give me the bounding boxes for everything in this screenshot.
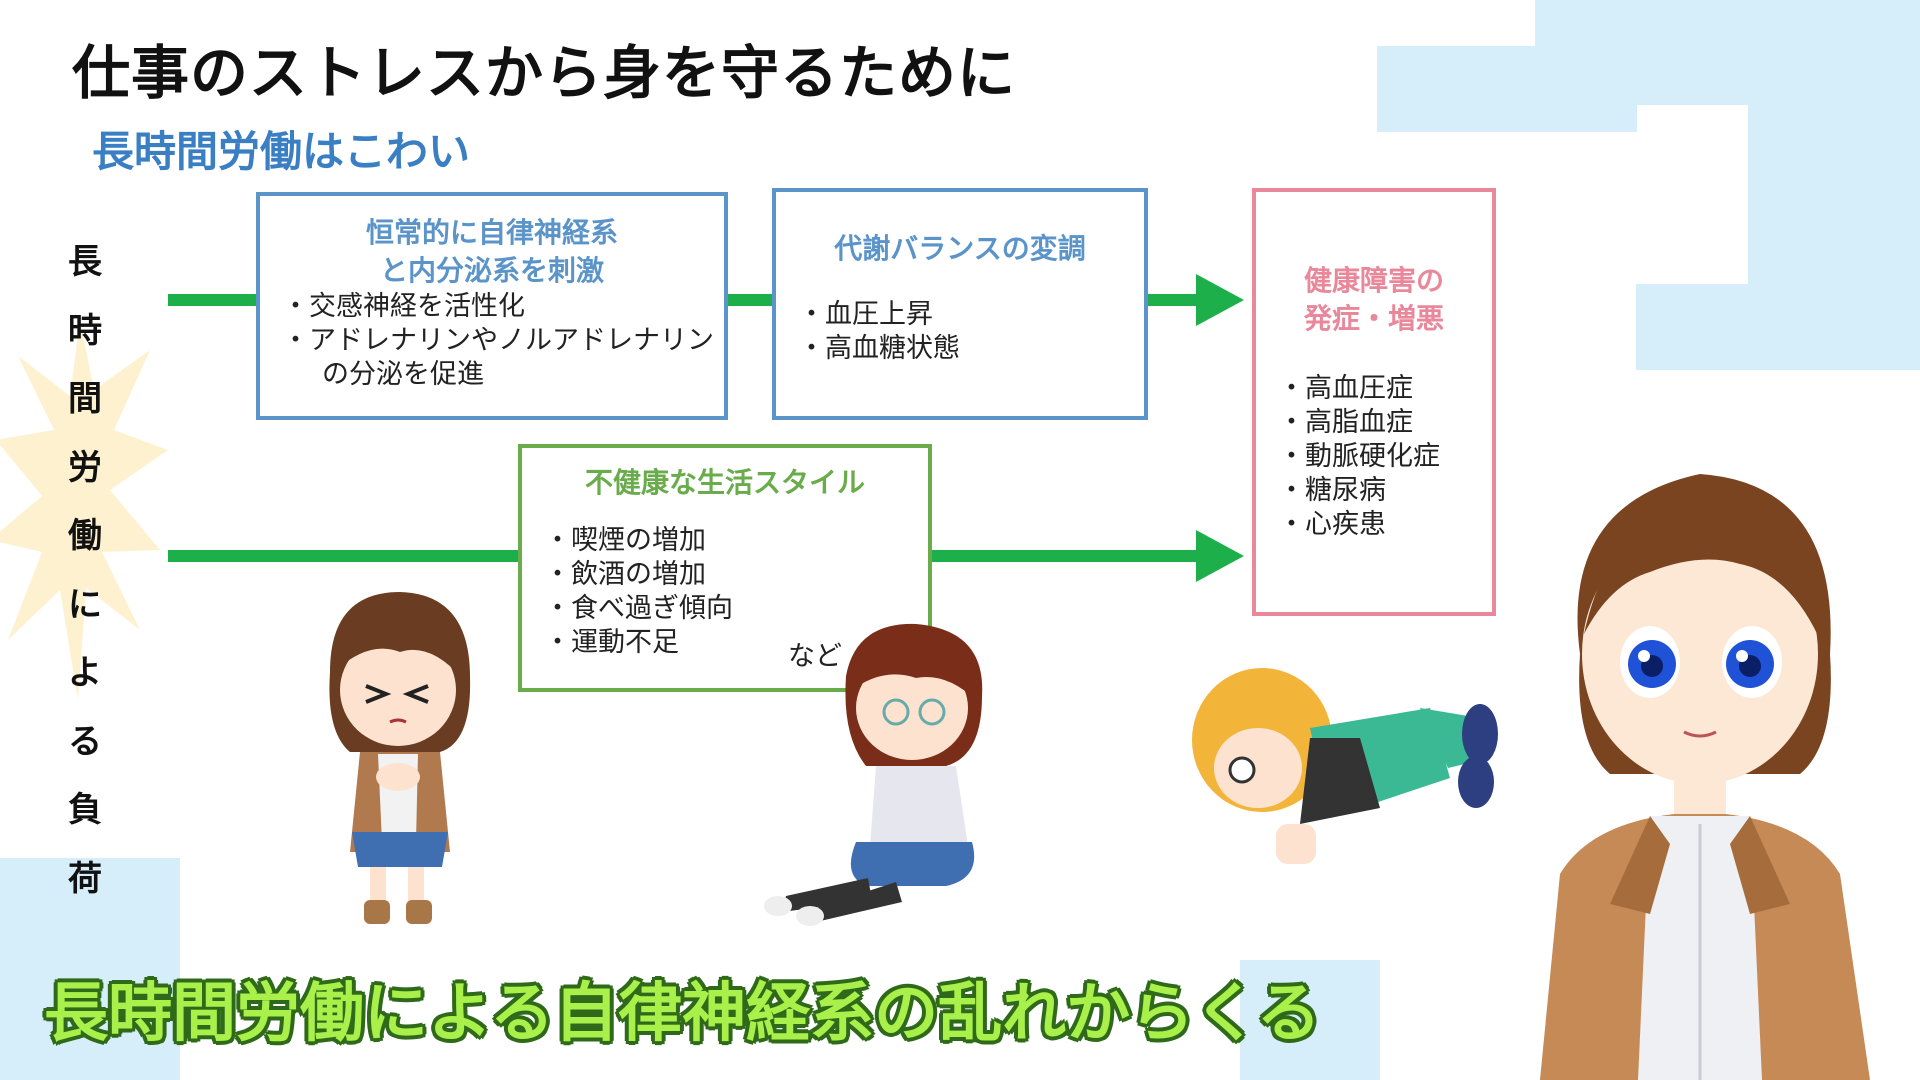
- stressed-girl-illustration: [329, 592, 471, 924]
- box-list: 交感神経を活性化 アドレナリンやノルアドレナリン: [282, 290, 724, 358]
- vertical-label-char: 働: [68, 516, 102, 556]
- arrow-head-top: [1196, 274, 1244, 326]
- list-item: 運動不足: [544, 626, 928, 660]
- box-title: 健康障害の 発症・増悪: [1256, 262, 1492, 338]
- vertical-label: 長 時 間 労 働 に よ る 負 荷: [60, 228, 110, 913]
- list-item: 高血糖状態: [798, 332, 1144, 366]
- bg-decor-block: [0, 858, 180, 1080]
- box-list: 血圧上昇 高血糖状態: [798, 298, 1144, 366]
- box-title: 恒常的に自律神経系 と内分泌系を刺激: [260, 214, 724, 290]
- vertical-label-char: よ: [68, 653, 102, 693]
- arrow-line-bottom-end: [928, 550, 1200, 562]
- vertical-label-char: 間: [68, 379, 102, 419]
- list-item: 動脈硬化症: [1278, 440, 1492, 474]
- bg-decor-block: [1240, 960, 1380, 1080]
- box-autonomic-stimulation: 恒常的に自律神経系 と内分泌系を刺激 交感神経を活性化 アドレナリンやノルアドレ…: [256, 192, 728, 420]
- box-title: 不健康な生活スタイル: [584, 466, 865, 499]
- vertical-label-char: 時: [68, 310, 102, 351]
- list-item: 交感神経を活性化: [282, 290, 724, 324]
- list-item: 心疾患: [1278, 508, 1492, 542]
- arrow-line-bottom: [168, 550, 522, 562]
- vertical-label-char: 荷: [68, 858, 102, 899]
- box-health-disorders: 健康障害の 発症・増悪 高血圧症 高脂血症 動脈硬化症 糖尿病 心疾患: [1252, 188, 1496, 616]
- arrow-line-top-mid: [722, 294, 774, 306]
- box-list: 高血圧症 高脂血症 動脈硬化症 糖尿病 心疾患: [1278, 372, 1492, 542]
- box-title-line: 発症・増悪: [1303, 302, 1444, 335]
- bg-decor-block: [1377, 46, 1637, 132]
- list-item-continuation: の分泌を促進: [322, 359, 484, 390]
- vertical-label-char: 長: [68, 242, 102, 282]
- vertical-label-char: に: [68, 584, 102, 625]
- list-item: アドレナリンやノルアドレナリン: [282, 324, 724, 358]
- presenter-avatar-illustration: [1540, 474, 1870, 1080]
- collapsed-girl-illustration: [764, 623, 983, 926]
- vertical-label-char: 負: [68, 790, 102, 830]
- page-subtitle: 長時間労働はこわい: [92, 127, 471, 176]
- arrow-head-bottom: [1196, 530, 1244, 582]
- page-title: 仕事のストレスから身を守るために: [72, 39, 1017, 107]
- starburst-icon: [0, 320, 168, 700]
- list-item: 食べ過ぎ傾向: [544, 592, 928, 626]
- list-item: 飲酒の増加: [544, 558, 928, 592]
- box-title-line: 恒常的に自律神経系: [365, 216, 618, 249]
- box-title-line: 健康障害の: [1303, 264, 1444, 297]
- list-item: 糖尿病: [1278, 474, 1492, 508]
- list-item: 血圧上昇: [798, 298, 1144, 332]
- box-note: など: [788, 641, 842, 672]
- box-list: 喫煙の増加 飲酒の増加 食べ過ぎ傾向 運動不足: [544, 524, 928, 660]
- arrow-line-top-end: [1144, 294, 1200, 306]
- collapsed-man-illustration: [1192, 668, 1498, 864]
- list-item: 喫煙の増加: [544, 524, 928, 558]
- vertical-label-char: 労: [68, 447, 102, 488]
- bg-decor-block: [1748, 0, 1920, 320]
- bg-decor-block: [1636, 284, 1920, 370]
- vertical-label-char: る: [68, 721, 102, 762]
- box-metabolic-imbalance: 代謝バランスの変調 血圧上昇 高血糖状態: [772, 188, 1148, 420]
- list-item: 高脂血症: [1278, 406, 1492, 440]
- arrow-line-top: [168, 294, 256, 306]
- list-item: 高血圧症: [1278, 372, 1492, 406]
- box-title: 代謝バランスの変調: [834, 232, 1086, 265]
- caption-subtitle: 長時間労働による自律神経系の乱れからくる: [44, 977, 1321, 1051]
- box-title-line: と内分泌系を刺激: [379, 254, 604, 287]
